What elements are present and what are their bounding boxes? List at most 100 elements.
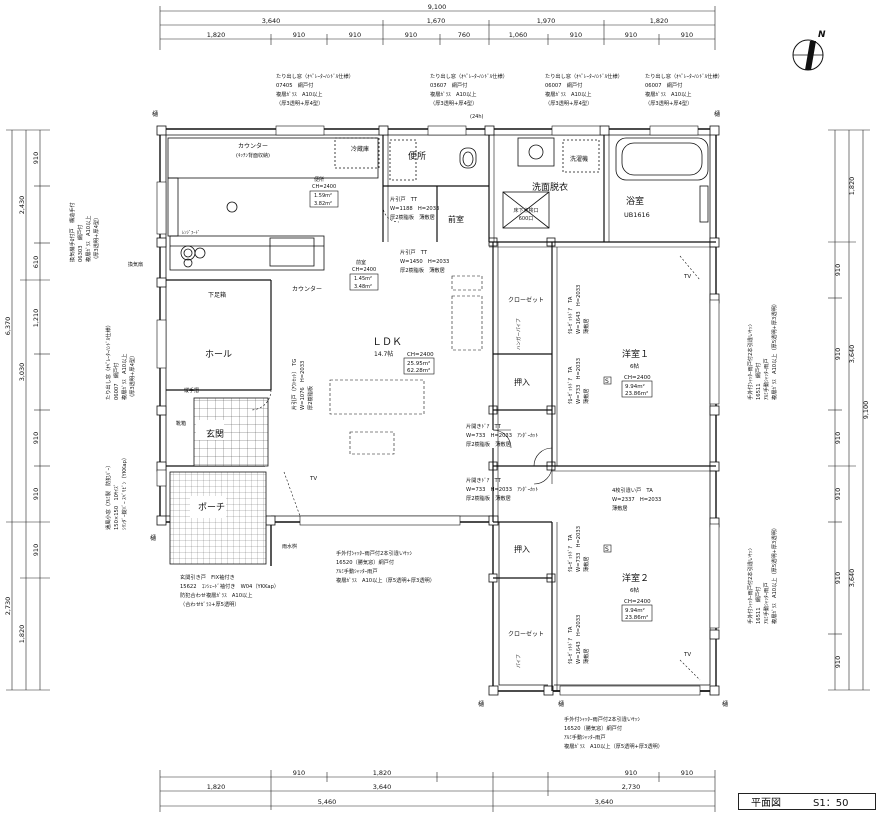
note-door-front: 片引戸 TT W=1450 H=2033 厚2樹脂板 薄敷居	[400, 248, 449, 274]
note-closet-door-1: ｸﾛｰｾﾞｯﾄﾄﾞｱ TA W=1643 H=2033 薄敷居	[567, 285, 590, 334]
counter-note: (ｷｯﾁﾝ背面収納)	[236, 152, 270, 159]
room2-area2: 23.86m²	[625, 614, 648, 621]
washer-label: 洗濯機	[570, 155, 588, 163]
dim-top-row1: 3,640 1,670 1,970 1,820	[262, 17, 669, 25]
svg-text:複層ｶﾞﾗｽ A10以上: 複層ｶﾞﾗｽ A10以上	[545, 90, 591, 98]
svg-text:910: 910	[681, 769, 693, 777]
svg-text:たり出し窓（ｵﾍﾟﾚｰﾀｰﾊﾝﾄﾞﾙ仕様）: たり出し窓（ｵﾍﾟﾚｰﾀｰﾊﾝﾄﾞﾙ仕様）	[104, 322, 112, 400]
room1-name: 洋室１	[622, 348, 649, 360]
svg-text:換気機手ﾛ付戸 構造手付: 換気機手ﾛ付戸 構造手付	[68, 202, 76, 262]
note-door-hall: 片引戸（ｱｳﾄｾｯﾄ） TG W=1076 H=2033 厚2樹脂板	[290, 359, 314, 410]
svg-text:9,100: 9,100	[862, 401, 870, 420]
svg-text:910: 910	[834, 348, 842, 360]
svg-text:1,060: 1,060	[509, 31, 528, 39]
svg-text:1,820: 1,820	[18, 625, 26, 644]
entrance-name: 玄関	[206, 428, 224, 440]
svg-text:16520（勝気窓）網戸付: 16520（勝気窓）網戸付	[336, 558, 394, 566]
room2-ch: CH=2400	[624, 599, 651, 605]
ldk-area1: 25.95m²	[407, 360, 430, 367]
svg-text:前室: 前室	[356, 259, 366, 266]
svg-text:ｸﾛｰｾﾞｯﾄﾄﾞｱ TA: ｸﾛｰｾﾞｯﾄﾄﾞｱ TA	[567, 534, 574, 572]
svg-text:薄敷居: 薄敷居	[582, 648, 590, 664]
svg-text:3,640: 3,640	[848, 345, 856, 364]
svg-text:厚2樹脂板 薄敷居: 厚2樹脂板 薄敷居	[400, 266, 445, 274]
svg-text:片引戸 TT: 片引戸 TT	[390, 195, 418, 203]
svg-text:たり出し窓（ｵﾍﾟﾚｰﾀｰﾊﾝﾄﾞﾙ仕様）: たり出し窓（ｵﾍﾟﾚｰﾀｰﾊﾝﾄﾞﾙ仕様）	[645, 72, 723, 80]
svg-text:薄敷居: 薄敷居	[582, 556, 590, 572]
note-entrance-door: 玄関引き戸 FIX袖付き 15622 ｺﾝｼｪｰﾄﾞ袖付き W04（YKKap）…	[180, 573, 279, 608]
svg-text:3,640: 3,640	[373, 783, 392, 791]
svg-text:3,030: 3,030	[18, 363, 26, 382]
svg-text:1.59m²: 1.59m²	[314, 193, 332, 199]
svg-text:W=733 H=2033 ｱﾝﾀﾞｰｶｯﾄ: W=733 H=2033 ｱﾝﾀﾞｰｶｯﾄ	[466, 432, 538, 439]
counter-label: カウンター	[238, 142, 268, 150]
svg-text:樋: 樋	[152, 110, 158, 118]
toilet-room-name: 便所	[408, 150, 426, 162]
title-block-scale: S1：50	[813, 798, 849, 809]
bath-model: UB1616	[624, 211, 650, 219]
svg-text:3,640: 3,640	[262, 17, 281, 25]
svg-text:910: 910	[32, 544, 40, 556]
svg-text:複層ｶﾞﾗｽ A10以上（厚5透明+厚3透明）: 複層ｶﾞﾗｽ A10以上（厚5透明+厚3透明）	[770, 525, 778, 624]
dim-left: 6,370 2,730 2,430 3,030 1,820 910 610 1,…	[4, 152, 40, 644]
svg-text:樋: 樋	[722, 700, 728, 708]
svg-text:CH=2400: CH=2400	[352, 267, 376, 273]
svg-text:ｸﾛｰｾﾞｯﾄﾄﾞｱ TA: ｸﾛｰｾﾞｯﾄﾄﾞｱ TA	[567, 296, 574, 334]
wash-basin	[502, 137, 600, 229]
svg-text:03607 網戸付: 03607 網戸付	[430, 81, 467, 89]
svg-text:2,730: 2,730	[622, 783, 641, 791]
note-right-window-1: 手外付ｼｬｯﾀｰ雨戸付2本引違いｻｯｼ 16511 網戸付 ｱﾙﾐ手動ｼｬｯﾀｰ…	[746, 301, 778, 400]
bottom-dimensions	[159, 770, 716, 812]
svg-text:ｱﾙﾐ手動ｼｬｯﾀｰ雨戸: ｱﾙﾐ手動ｼｬｯﾀｰ雨戸	[564, 733, 606, 741]
kitchen-counter	[167, 137, 417, 271]
ldk-name: ＬＤＫ	[372, 337, 402, 348]
svg-text:複層ｶﾞﾗｽ A10以上: 複層ｶﾞﾗｽ A10以上	[276, 90, 322, 98]
svg-text:（厚3透明+厚4型）: （厚3透明+厚4型）	[92, 215, 100, 262]
front-room-area-box: 前室 CH=2400 1.45m² 3.48m²	[349, 259, 379, 291]
svg-text:910: 910	[681, 31, 693, 39]
toilet-fixture	[459, 147, 477, 169]
svg-text:複層ｶﾞﾗｽ A10以上: 複層ｶﾞﾗｽ A10以上	[84, 216, 92, 262]
svg-text:910: 910	[32, 152, 40, 164]
svg-text:CH=2400: CH=2400	[312, 184, 336, 190]
svg-text:W=733 H=2033: W=733 H=2033	[576, 526, 582, 572]
svg-text:厚2樹脂板 薄敷居: 厚2樹脂板 薄敷居	[466, 440, 511, 448]
svg-text:薄敷居: 薄敷居	[582, 318, 590, 334]
svg-text:W=1643 H=2033: W=1643 H=2033	[576, 285, 582, 334]
dim-top-row2: 1,820 910 910 910 760 1,060 910 910 910	[207, 31, 694, 39]
svg-text:防犯合わせ複層ｶﾞﾗｽ A10以上: 防犯合わせ複層ｶﾞﾗｽ A10以上	[180, 591, 252, 599]
note-sliding-ldk: 手外付ｼｬｯﾀｰ雨戸付2本引違いｻｯｼ 16520（勝気窓）網戸付 ｱﾙﾐ手動ｼ…	[336, 549, 435, 584]
svg-text:W=1450 H=2033: W=1450 H=2033	[400, 259, 449, 265]
closet-name-1: クローゼット	[508, 296, 544, 304]
svg-text:4枚引違い戸 TA: 4枚引違い戸 TA	[612, 486, 653, 494]
note-closet-door-2: ｸﾛｰｾﾞｯﾄﾄﾞｱ TA W=1643 H=2033 薄敷居	[567, 615, 590, 664]
vent-label: 換気扇	[128, 261, 143, 268]
note-sliding-room2: 手外付ｼｬｯﾀｰ雨戸付2本引違いｻｯｼ 16520（勝気窓）網戸付 ｱﾙﾐ手動ｼ…	[564, 715, 663, 750]
svg-text:通風小窓（ｱﾙﾐ製 防犯ﾊﾞｰ）: 通風小窓（ｱﾙﾐ製 防犯ﾊﾞｰ）	[104, 463, 112, 530]
entrance-floor-tiles	[193, 397, 269, 467]
oshiire-name-1: 押入	[514, 377, 530, 387]
svg-text:ｱﾙﾐ手動ｼｬｯﾀｰ雨戸: ｱﾙﾐ手動ｼｬｯﾀｰ雨戸	[762, 358, 770, 400]
svg-text:16520（勝気窓）網戸付: 16520（勝気窓）網戸付	[564, 724, 622, 732]
svg-text:3,640: 3,640	[595, 798, 614, 806]
floor-hatch-label: 床下点検口	[513, 207, 538, 214]
svg-text:15622 ｺﾝｼｪｰﾄﾞ袖付き W04（YKKap）: 15622 ｺﾝｼｪｰﾄﾞ袖付き W04（YKKap）	[180, 582, 279, 590]
note-left-window-3: 通風小窓（ｱﾙﾐ製 防犯ﾊﾞｰ） 150×150 10ｻｲｽﾞ ｼﾘﾝﾀﾞｰ錠ﾊ…	[104, 455, 128, 530]
room2-smoke-mark: S	[605, 546, 609, 553]
right-dimensions	[828, 129, 870, 691]
note-left-window-2: たり出し窓（ｵﾍﾟﾚｰﾀｰﾊﾝﾄﾞﾙ仕様） 06007 網戸付 複層ｶﾞﾗｽ A…	[104, 322, 136, 400]
svg-text:1.45m²: 1.45m²	[354, 276, 372, 282]
svg-text:（厚3透明+厚4型）: （厚3透明+厚4型）	[430, 99, 477, 107]
dim-bottom-row1: 1,820 3,640 2,730	[207, 783, 641, 791]
svg-text:610: 610	[32, 256, 40, 268]
svg-text:1,670: 1,670	[427, 17, 446, 25]
ldk-ch: CH=2400	[407, 352, 434, 358]
svg-text:910: 910	[293, 769, 305, 777]
svg-text:複層ｶﾞﾗｽ A10以上: 複層ｶﾞﾗｽ A10以上	[430, 90, 476, 98]
dim-bottom-total: 5,460 3,640	[318, 798, 614, 806]
svg-text:（厚3透明+厚4型）: （厚3透明+厚4型）	[545, 99, 592, 107]
svg-text:07405 網戸付: 07405 網戸付	[276, 81, 313, 89]
room1-area2: 23.86m²	[625, 390, 648, 397]
floor-hatch-size: 600口	[519, 216, 534, 222]
svg-text:910: 910	[834, 656, 842, 668]
